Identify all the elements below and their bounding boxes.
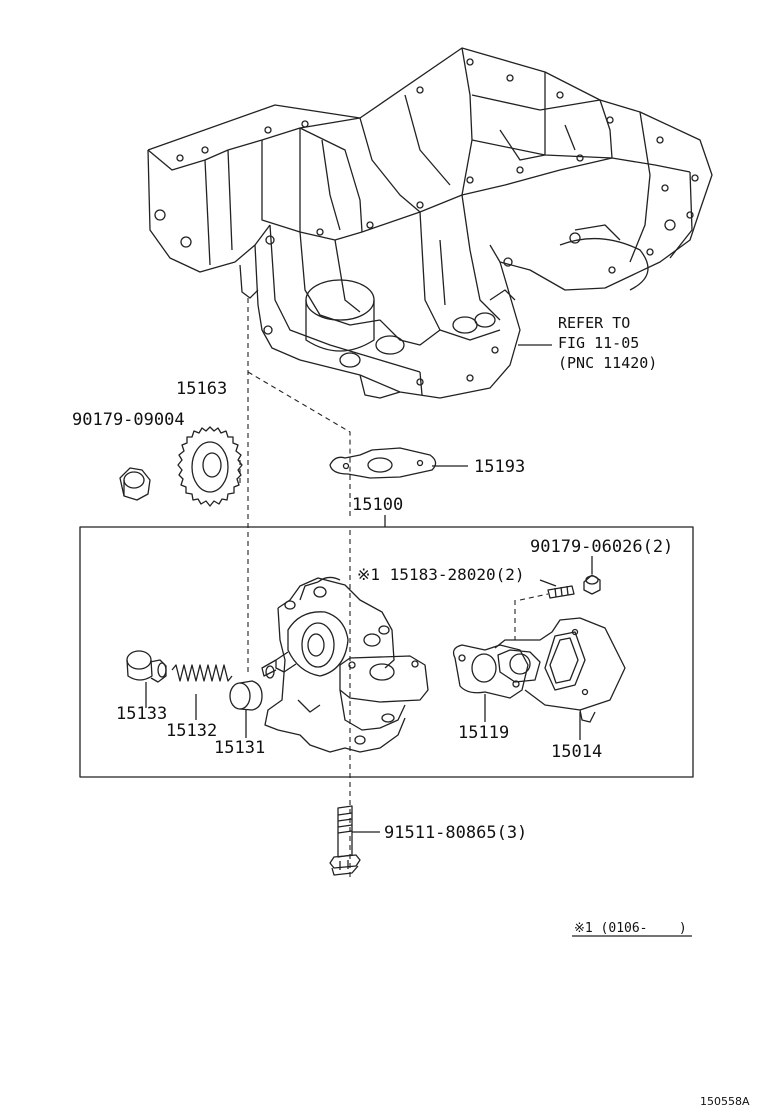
part-number-15100: 15100: [352, 495, 404, 515]
applicability-note: ※1 (0106- ): [574, 921, 687, 936]
plug-15133: [126, 650, 167, 683]
part-number-15193: 15193: [474, 457, 526, 477]
gasket-15193: [329, 447, 437, 479]
part-number-15014: 15014: [551, 742, 603, 762]
assembly-dash-lines: [239, 298, 549, 880]
oil-pump-15100: [261, 576, 429, 753]
strainer-15014: [494, 617, 626, 740]
stud-leader: [539, 579, 557, 587]
part-number-15119: 15119: [458, 723, 510, 743]
sprocket-15163: [177, 426, 243, 507]
part-number-91511-80865: 91511-80865(3): [384, 823, 528, 843]
part-number-15163: 15163: [176, 379, 228, 399]
gasket-15119: [452, 644, 529, 722]
part-number-15131: 15131: [214, 738, 266, 758]
stud-15183: [547, 585, 575, 599]
spring-15132: [171, 664, 233, 682]
valve-15131: [229, 680, 263, 711]
refer-fig-text: FIG 11-05: [558, 334, 640, 352]
nut-90179-06026: [583, 574, 601, 595]
kit-frame-15100: [79, 526, 694, 778]
figure-id: 150558A: [700, 1095, 750, 1108]
part-number-15133: 15133: [116, 704, 168, 724]
refer-pnc-text: (PNC 11420): [558, 354, 658, 372]
part-number-90179-06026: 90179-06026(2): [530, 537, 674, 557]
part-number-90179-09004: 90179-09004: [72, 410, 185, 430]
part-number-15183-28020: ※1 15183-28020(2): [357, 565, 525, 584]
bolt-91511-80865: [329, 805, 361, 876]
oil-pan-illustration: [147, 47, 713, 399]
part-number-15132: 15132: [166, 721, 218, 741]
refer-to-text: REFER TO: [558, 314, 631, 332]
nut-90179-09004: [119, 467, 151, 501]
